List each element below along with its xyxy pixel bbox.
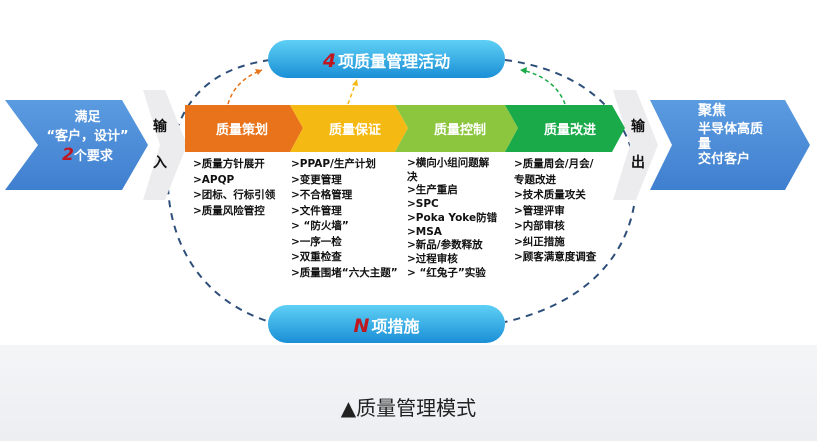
list-item: >顾客满意度调查 bbox=[514, 251, 597, 263]
list-item: >技术质量攻关 bbox=[514, 189, 586, 201]
output-label-1: 输 bbox=[631, 119, 645, 135]
list-item: >双重检查 bbox=[291, 251, 342, 263]
output-line2: 半导体高质 bbox=[698, 122, 764, 137]
stage-shape-2 bbox=[290, 105, 408, 152]
list-item: >过程审核 bbox=[407, 252, 458, 265]
list-item: >APQP bbox=[193, 173, 235, 186]
output-title: 聚焦 bbox=[698, 103, 726, 119]
figure-caption: ▲质量管理模式 bbox=[340, 396, 477, 420]
list-item: >不合格管理 bbox=[291, 189, 353, 201]
stage-shape-3 bbox=[395, 105, 518, 152]
list-item: >变更管理 bbox=[291, 173, 342, 186]
list-item: >纠正措施 bbox=[514, 235, 565, 248]
stage-label-control: 质量控制 bbox=[433, 123, 486, 138]
top-pill-text: 项质量管理活动 bbox=[338, 52, 451, 71]
input-number: 2 bbox=[62, 145, 74, 165]
list-item: >团标、行标引领 bbox=[193, 189, 276, 201]
input-text: 满足 “客户，设计” 2个要求 bbox=[40, 108, 135, 166]
list-item: >SPC bbox=[407, 198, 439, 211]
feedback-arrow-green bbox=[521, 69, 566, 105]
list-item: >质量围堵“六大主题” bbox=[291, 266, 398, 279]
list-item: > “防火墙” bbox=[291, 220, 349, 232]
input-chevron bbox=[143, 90, 187, 200]
list-item: >横向小组问题解 bbox=[407, 157, 490, 169]
input-line3: 2个要求 bbox=[40, 146, 135, 166]
bottom-pill-text: 项措施 bbox=[371, 317, 420, 336]
list-item: 决 bbox=[407, 170, 418, 183]
list-item: >新品/参数释放 bbox=[407, 239, 483, 252]
list-item: >质量风险管控 bbox=[193, 204, 265, 217]
list-item: > “红兔子”实验 bbox=[407, 266, 486, 279]
output-label-2: 出 bbox=[631, 155, 645, 171]
background-band bbox=[0, 345, 817, 441]
bottom-pill bbox=[268, 305, 505, 343]
output-text: 聚焦 半导体高质 量 交付客户 bbox=[698, 103, 764, 168]
list-item: >MSA bbox=[407, 225, 442, 238]
feedback-arrow-orange bbox=[227, 69, 263, 105]
list-item: >内部审核 bbox=[514, 220, 565, 232]
stage-list-assurance: >PPAP/生产计划 >变更管理 >不合格管理 >文件管理 > “防火墙” >一… bbox=[291, 157, 398, 281]
input-arrow bbox=[5, 100, 148, 190]
stage-list-planning: >质量方针展开 >APQP >团标、行标引领 >质量风险管控 bbox=[193, 157, 275, 219]
input-label-1: 输 bbox=[153, 119, 167, 135]
list-item: 专题改进 bbox=[514, 173, 556, 186]
output-chevron bbox=[613, 90, 658, 200]
list-item: >生产重启 bbox=[407, 184, 458, 197]
input-label-2: 入 bbox=[153, 155, 167, 171]
top-pill bbox=[268, 40, 505, 78]
list-item: >一序一检 bbox=[291, 235, 342, 248]
input-title: 满足 bbox=[74, 110, 101, 125]
bottom-pill-number: N bbox=[353, 315, 370, 337]
top-pill-number: 4 bbox=[322, 50, 337, 72]
stage-label-planning: 质量策划 bbox=[215, 123, 268, 138]
stage-label-assurance: 质量保证 bbox=[328, 123, 381, 138]
input-line3-text: 个要求 bbox=[73, 149, 113, 164]
feedback-arrow-yellow bbox=[347, 81, 357, 105]
stage-label-improvement: 质量改进 bbox=[543, 123, 596, 138]
stage-shape-1 bbox=[185, 105, 303, 152]
output-arrow bbox=[650, 100, 810, 190]
stage-list-improvement: >质量周会/月会/ 专题改进 >技术质量攻关 >管理评审 >内部审核 >纠正措施… bbox=[514, 157, 596, 266]
list-item: >管理评审 bbox=[514, 204, 565, 217]
stage-shape-4 bbox=[505, 105, 625, 152]
output-line3: 量 bbox=[698, 137, 712, 152]
list-item: >质量周会/月会/ bbox=[514, 158, 594, 170]
list-item: >PPAP/生产计划 bbox=[291, 158, 376, 170]
list-item: >文件管理 bbox=[291, 204, 342, 217]
input-line2: “客户，设计” bbox=[46, 129, 129, 144]
list-item: >质量方针展开 bbox=[193, 158, 265, 170]
stage-list-control: >横向小组问题解 决 >生产重启 >SPC >Poka Yoke防错 >MSA … bbox=[407, 157, 497, 280]
output-line4: 交付客户 bbox=[698, 152, 751, 167]
list-item: >Poka Yoke防错 bbox=[407, 211, 498, 224]
